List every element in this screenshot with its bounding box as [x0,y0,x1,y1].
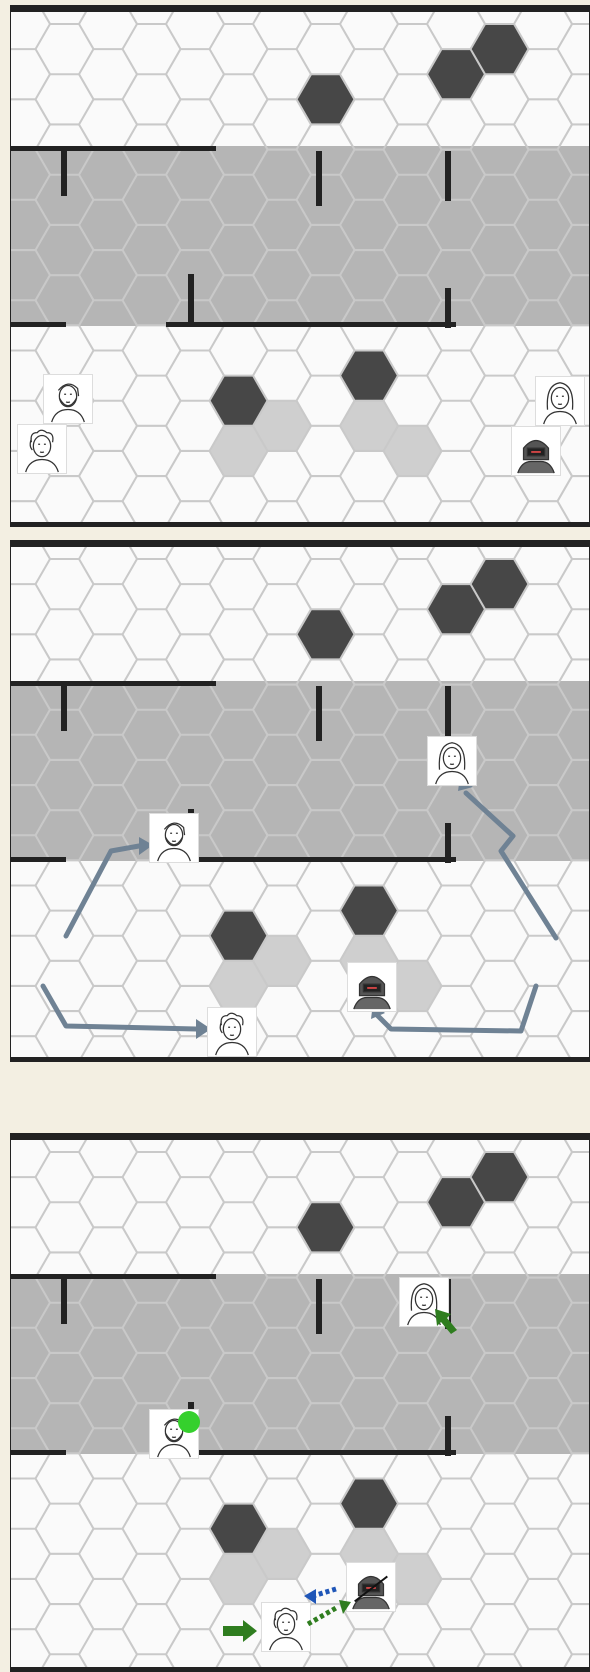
hex-cell [167,1630,224,1672]
token-bearded-man[interactable] [149,813,199,863]
token-curly-hair-man[interactable] [207,1007,257,1057]
hex-cell [558,477,590,526]
token-hooded-woman[interactable] [535,376,585,426]
hex-cell [11,886,50,935]
hex-cell [558,75,590,124]
hex-cell [515,1630,572,1672]
hex-cell [11,986,50,1035]
hex-cell [80,6,137,49]
hex-cell [254,1134,311,1177]
wall-segment [61,686,67,731]
hex-cell [11,585,50,634]
hex-cell [80,1134,137,1177]
hex-cell [80,1630,137,1672]
wall-segment [61,151,67,196]
wall-segment [445,151,451,201]
hex-cell [558,861,590,910]
hex-cell [11,1479,50,1528]
hex-cell [558,559,590,608]
wall-segment [445,823,451,863]
hex-cell [558,326,590,375]
corridor-zone [11,146,590,326]
token-armored-robot[interactable] [511,426,561,476]
token-hooded-woman[interactable] [427,736,477,786]
wall-segment [11,1667,590,1672]
hex-cell [558,961,590,1010]
wall-segment [11,1450,66,1455]
corridor-zone [11,1274,590,1454]
hex-cell [558,1152,590,1201]
map-panel-1 [10,5,590,527]
hex-cell [558,1012,590,1061]
hex-cell [341,541,398,584]
hex-cell [11,100,50,149]
wall-segment [11,6,590,12]
token-bearded-man[interactable] [43,374,93,424]
wall-segment [11,1057,590,1062]
wall-segment [445,686,451,736]
wall-segment [166,322,456,327]
hex-cell [11,1228,50,1277]
token-hooded-woman[interactable] [399,1277,449,1327]
wall-segment [11,1134,590,1140]
wall-segment [316,1279,322,1334]
hex-cell [167,1134,224,1177]
hex-cell [558,610,590,659]
wall-segment [445,288,451,328]
hex-cell [167,541,224,584]
hex-cell [11,1178,50,1227]
token-curly-hair-man[interactable] [17,424,67,474]
hex-map-2 [11,541,590,1062]
wall-segment [11,541,590,547]
token-armored-robot[interactable] [347,962,397,1012]
hex-cell [254,541,311,584]
hex-cell [558,1454,590,1503]
hex-cell [254,6,311,49]
hex-cell [167,6,224,49]
hex-cell [11,1579,50,1628]
wall-segment [11,522,590,527]
token-curly-hair-man[interactable] [261,1602,311,1652]
hex-cell [428,1630,485,1672]
hex-cell [11,635,50,684]
hex-cell [558,24,590,73]
hex-map-1 [11,6,590,527]
wall-segment [11,681,216,686]
wall-segment [11,1274,216,1279]
ready-marker [178,1411,200,1433]
hex-cell [558,1554,590,1603]
corridor-zone [11,681,590,861]
token-armored-robot[interactable] [346,1562,396,1612]
hex-cell [558,911,590,960]
wall-segment [11,857,66,862]
map-panel-2 [10,540,590,1062]
wall-segment [61,1279,67,1324]
map-panel-3 [10,1133,590,1672]
hex-cell [341,1630,398,1672]
wall-segment [166,1450,456,1455]
wall-segment [188,274,194,324]
wall-segment [316,151,322,206]
hex-cell [11,936,50,985]
hex-cell [11,1529,50,1578]
wall-segment [11,146,216,151]
wall-segment [166,857,456,862]
hex-cell [80,541,137,584]
hex-cell [558,1504,590,1553]
hex-cell [558,426,590,475]
hex-cell [558,1203,590,1252]
wall-segment [445,1416,451,1456]
hex-map-3 [11,1134,590,1672]
wall-segment [11,322,66,327]
wall-segment [316,686,322,741]
hex-cell [558,1605,590,1654]
hex-cell [341,1134,398,1177]
hex-cell [11,50,50,99]
hex-cell [341,6,398,49]
